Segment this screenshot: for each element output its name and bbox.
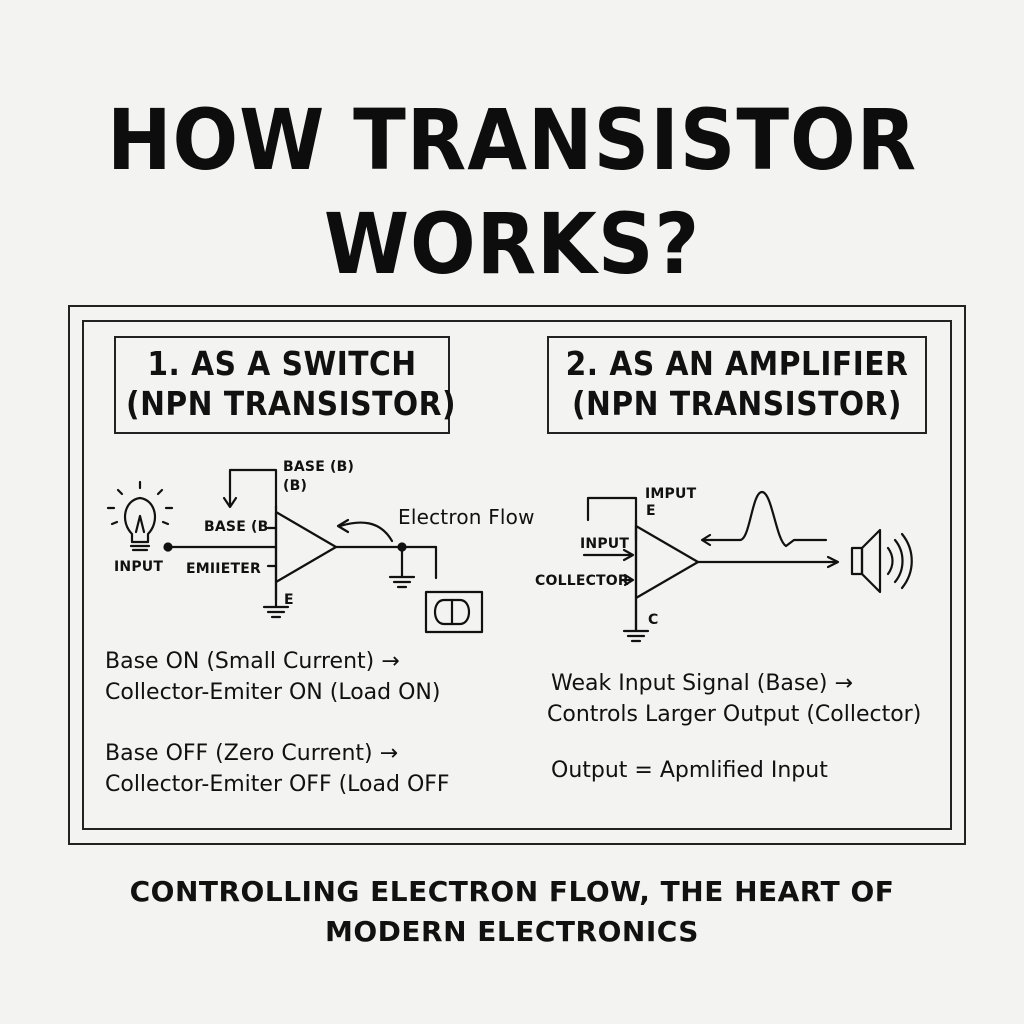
footer-line-1: CONTROLLING ELECTRON FLOW, THE HEART OF [129,875,895,908]
switch-desc-line-1: Base ON (Small Current) → [105,649,400,674]
title-line-2: WORKS? [323,195,701,293]
speaker-icon [850,528,913,594]
footer-line-2: MODERN ELECTRONICS [325,915,699,948]
switch-heading-line-2: (NPN TRANSISTOR) [126,384,457,423]
amp-heading-line-1: 2. AS AN AMPLIFIER [565,344,909,383]
amp-imput-label: IMPUT [645,486,697,502]
amp-desc-signal: Weak Input Signal (Base) → Controls Larg… [547,668,921,730]
title-line-1: HOW TRANSISTOR [106,91,918,189]
outer-frame [68,305,966,845]
amplifier-section-heading: 2. AS AN AMPLIFIER (NPN TRANSISTOR) [547,336,927,434]
switch-emitter-label: EMIIETER [186,561,261,577]
switch-base-top-label: BASE (B) [283,459,355,475]
switch-desc-line-2: Collector-Emiter ON (Load ON) [105,680,441,705]
switch-emitter-pin-label: E [284,592,294,608]
inner-frame [82,320,952,830]
amp-desc-line-2: Controls Larger Output (Collector) [547,702,922,727]
switch-desc-line-3: Base OFF (Zero Current) → [105,741,399,766]
amp-collector-label: COLLECTOR [535,573,629,589]
switch-desc-off: Base OFF (Zero Current) → Collector-Emit… [105,738,450,800]
amp-heading-line-2: (NPN TRANSISTOR) [571,384,902,423]
switch-desc-on: Base ON (Small Current) → Collector-Emit… [105,646,440,708]
amplifier-circuit [582,490,913,643]
amp-input-label: INPUT [580,536,630,552]
load-icon [424,590,484,634]
amp-pin-c-label: C [648,612,659,628]
amp-desc-line-3: Output = Apmlified Input [551,758,828,783]
footer-tagline: CONTROLLING ELECTRON FLOW, THE HEART OF … [0,872,1024,952]
lightbulb-icon [106,480,174,552]
switch-desc-line-4: Collector-Emiter OFF (Load OFF [105,772,450,797]
amp-desc-line-1: Weak Input Signal (Base) → [551,671,853,696]
electron-flow-label: Electron Flow [398,505,535,529]
amp-pin-e-label: E [646,503,656,519]
amp-desc-output: Output = Apmlified Input [551,755,828,786]
page-title: HOW TRANSISTOR WORKS? [41,88,983,296]
switch-base-top-sub-label: (B) [283,478,308,494]
switch-input-label: INPUT [114,559,164,575]
switch-circuit [106,468,484,634]
switch-section-heading: 1. AS A SWITCH (NPN TRANSISTOR) [114,336,457,434]
switch-heading-line-1: 1. AS A SWITCH [147,344,417,383]
switch-base-left-label: BASE (B [204,519,269,535]
